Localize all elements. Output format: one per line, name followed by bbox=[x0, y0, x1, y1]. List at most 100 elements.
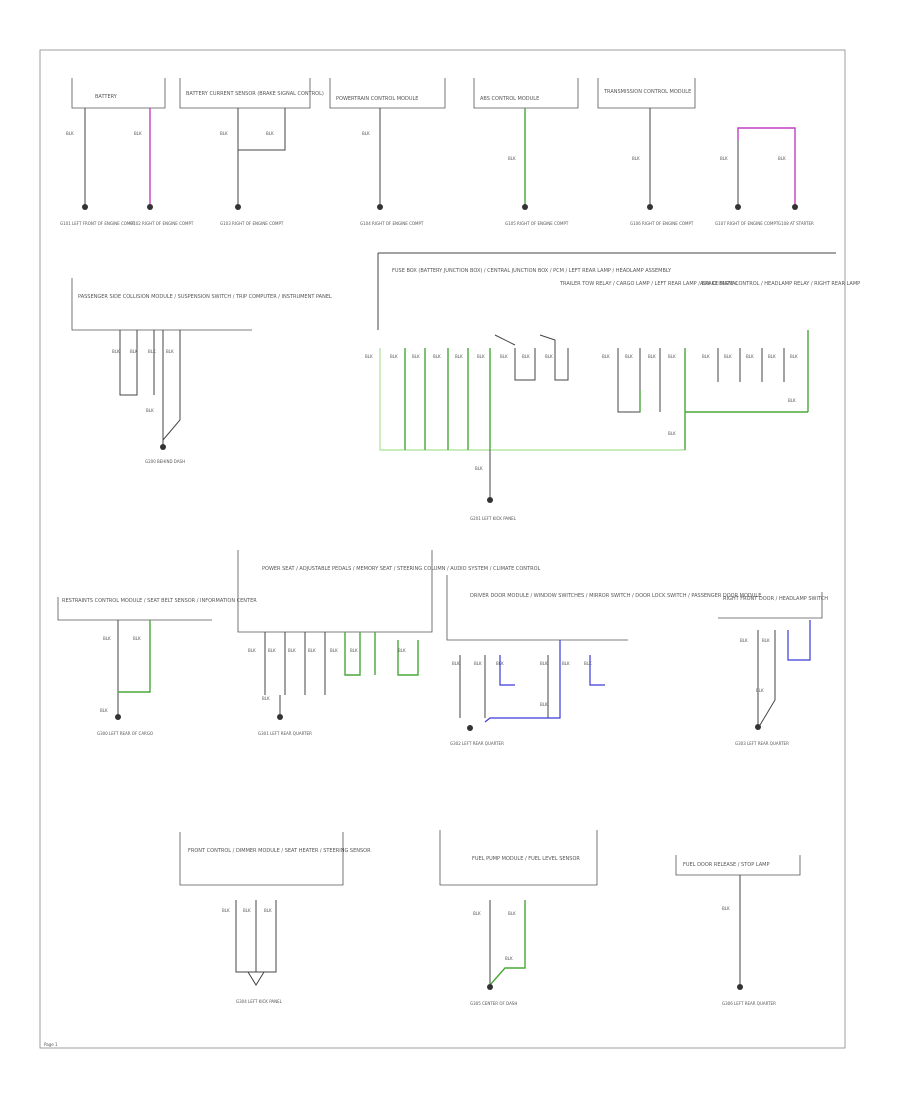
svg-text:BLK: BLK bbox=[266, 131, 274, 136]
ground-label-g304: G304 LEFT KICK PANEL bbox=[236, 999, 283, 1004]
svg-text:BLK: BLK bbox=[220, 131, 228, 136]
component-transmission-ctrl: TRANSMISSION CONTROL MODULE BLK G106 RIG… bbox=[597, 78, 696, 226]
svg-text:BLK: BLK bbox=[243, 908, 251, 913]
svg-text:BLK: BLK bbox=[148, 349, 156, 354]
svg-text:BLK: BLK bbox=[584, 661, 592, 666]
svg-text:BATTERY: BATTERY bbox=[95, 94, 118, 100]
top-right-grounds: BLK BLK G107 RIGHT OF ENGINE COMPT G108 … bbox=[715, 127, 814, 226]
svg-text:BLK: BLK bbox=[790, 354, 798, 359]
component-front-window-sw: DRIVER DOOR MODULE / WINDOW SWITCHES / M… bbox=[446, 575, 761, 746]
ground-label-g108: G108 AT STARTER bbox=[778, 221, 814, 226]
svg-text:BLK: BLK bbox=[522, 354, 530, 359]
component-powertrain-ctrl: POWERTRAIN CONTROL MODULE BLK G104 RIGHT… bbox=[329, 78, 446, 226]
ground-label-g302: G302 LEFT REAR QUARTER bbox=[450, 741, 504, 746]
svg-text:BLK: BLK bbox=[268, 648, 276, 653]
svg-text:BLK: BLK bbox=[768, 354, 776, 359]
svg-text:BATTERY CURRENT SENSOR (BRAKE: BATTERY CURRENT SENSOR (BRAKE SIGNAL CON… bbox=[186, 91, 324, 97]
svg-text:BLK: BLK bbox=[632, 156, 640, 161]
svg-text:POWERTRAIN CONTROL MODULE: POWERTRAIN CONTROL MODULE bbox=[336, 96, 418, 102]
component-left-module: PASSENGER SIDE COLLISION MODULE / SUSPEN… bbox=[71, 278, 332, 464]
svg-text:FUEL PUMP MODULE / FUEL LEVEL: FUEL PUMP MODULE / FUEL LEVEL SENSOR bbox=[472, 856, 580, 862]
component-fuel-door: FUEL DOOR RELEASE / STOP LAMP BLK G306 L… bbox=[675, 855, 801, 1006]
svg-text:BLK: BLK bbox=[100, 708, 108, 713]
svg-text:BLK: BLK bbox=[668, 354, 676, 359]
svg-text:BLK: BLK bbox=[540, 702, 548, 707]
svg-text:BLK: BLK bbox=[130, 349, 138, 354]
svg-text:BLK: BLK bbox=[540, 661, 548, 666]
component-battery-current-sensor: BATTERY CURRENT SENSOR (BRAKE SIGNAL CON… bbox=[179, 78, 324, 226]
svg-text:BLK: BLK bbox=[362, 131, 370, 136]
svg-text:DRIVER DOOR MODULE / WINDOW SW: DRIVER DOOR MODULE / WINDOW SWITCHES / M… bbox=[470, 593, 761, 599]
page-label: Page 1 bbox=[44, 1042, 58, 1047]
svg-text:BLK: BLK bbox=[308, 648, 316, 653]
svg-text:BLK: BLK bbox=[746, 354, 754, 359]
component-airbag-ctrl: RESTRAINTS CONTROL MODULE / SEAT BELT SE… bbox=[57, 597, 257, 736]
svg-text:BLK: BLK bbox=[452, 661, 460, 666]
diagram-border bbox=[39, 49, 846, 1049]
ground-label-g104: G104 RIGHT OF ENGINE COMPT bbox=[360, 221, 424, 226]
svg-text:BLK: BLK bbox=[500, 354, 508, 359]
svg-text:BLK: BLK bbox=[720, 156, 728, 161]
svg-text:TRANSMISSION CONTROL MODULE: TRANSMISSION CONTROL MODULE bbox=[603, 89, 691, 95]
component-battery: BATTERY BLK BLK G101 LEFT FRONT OF ENGIN… bbox=[60, 78, 194, 226]
ground-label-g107: G107 RIGHT OF ENGINE COMPT bbox=[715, 221, 779, 226]
svg-text:BLK: BLK bbox=[133, 636, 141, 641]
svg-text:BLK: BLK bbox=[762, 638, 770, 643]
svg-text:BLK: BLK bbox=[330, 648, 338, 653]
svg-text:BLK: BLK bbox=[222, 908, 230, 913]
svg-text:BLK: BLK bbox=[365, 354, 373, 359]
component-front-ctrl: FRONT CONTROL / DIMMER MODULE / SEAT HEA… bbox=[179, 832, 371, 1004]
svg-text:BLK: BLK bbox=[545, 354, 553, 359]
svg-text:BLK: BLK bbox=[475, 466, 483, 471]
svg-text:AUX CLIMATE CONTROL / HEADLAMP: AUX CLIMATE CONTROL / HEADLAMP RELAY / R… bbox=[700, 281, 860, 287]
svg-text:BLK: BLK bbox=[702, 354, 710, 359]
svg-text:TRAILER TOW RELAY / CARGO LAMP: TRAILER TOW RELAY / CARGO LAMP / LEFT RE… bbox=[559, 281, 738, 287]
ground-label-g306: G306 LEFT REAR QUARTER bbox=[722, 1001, 776, 1006]
svg-text:BLK: BLK bbox=[166, 349, 174, 354]
ground-label-g101: G101 LEFT FRONT OF ENGINE COMPT bbox=[60, 221, 136, 226]
svg-text:BLK: BLK bbox=[756, 688, 764, 693]
svg-text:BLK: BLK bbox=[288, 648, 296, 653]
component-abs-ctrl: ABS CONTROL MODULE BLK G105 RIGHT OF ENG… bbox=[473, 78, 579, 226]
svg-text:BLK: BLK bbox=[778, 156, 786, 161]
svg-text:BLK: BLK bbox=[722, 906, 730, 911]
svg-text:BLK: BLK bbox=[625, 354, 633, 359]
component-right-junction-1: TRAILER TOW RELAY / CARGO LAMP / LEFT RE… bbox=[559, 281, 808, 450]
ground-label-g303: G303 LEFT REAR QUARTER bbox=[735, 741, 789, 746]
svg-text:BLK: BLK bbox=[412, 354, 420, 359]
svg-text:BLK: BLK bbox=[508, 156, 516, 161]
svg-text:BLK: BLK bbox=[433, 354, 441, 359]
svg-text:FUSE BOX (BATTERY JUNCTION BOX: FUSE BOX (BATTERY JUNCTION BOX) / CENTRA… bbox=[392, 268, 672, 274]
svg-text:BLK: BLK bbox=[740, 638, 748, 643]
ground-label-g300: G300 LEFT REAR OF CARGO bbox=[97, 731, 153, 736]
svg-text:BLK: BLK bbox=[505, 956, 513, 961]
ground-label-g105: G105 RIGHT OF ENGINE COMPT bbox=[505, 221, 569, 226]
svg-text:FRONT CONTROL / DIMMER MODULE: FRONT CONTROL / DIMMER MODULE / SEAT HEA… bbox=[188, 848, 371, 854]
svg-text:BLK: BLK bbox=[350, 648, 358, 653]
svg-text:BLK: BLK bbox=[455, 354, 463, 359]
ground-label-g200: G200 BEHIND DASH bbox=[145, 459, 185, 464]
ground-label-g201: G201 LEFT KICK PANEL bbox=[470, 516, 517, 521]
svg-text:BLK: BLK bbox=[473, 911, 481, 916]
svg-text:BLK: BLK bbox=[602, 354, 610, 359]
svg-text:BLK: BLK bbox=[262, 696, 270, 701]
svg-text:FUEL DOOR RELEASE / STOP LAMP: FUEL DOOR RELEASE / STOP LAMP bbox=[683, 862, 769, 868]
svg-text:BLK: BLK bbox=[66, 131, 74, 136]
svg-text:BLK: BLK bbox=[562, 661, 570, 666]
ground-label-g301: G301 LEFT REAR QUARTER bbox=[258, 731, 312, 736]
svg-text:BLK: BLK bbox=[264, 908, 272, 913]
svg-text:BLK: BLK bbox=[788, 398, 796, 403]
svg-text:BLK: BLK bbox=[146, 408, 154, 413]
svg-text:ABS CONTROL MODULE: ABS CONTROL MODULE bbox=[480, 96, 539, 102]
ground-label-g103: G103 RIGHT OF ENGINE COMPT bbox=[220, 221, 284, 226]
svg-text:BLK: BLK bbox=[248, 648, 256, 653]
svg-text:BLK: BLK bbox=[390, 354, 398, 359]
svg-text:BLK: BLK bbox=[398, 648, 406, 653]
svg-text:POWER SEAT / ADJUSTABLE PEDALS: POWER SEAT / ADJUSTABLE PEDALS / MEMORY … bbox=[262, 566, 541, 572]
component-power-seat: POWER SEAT / ADJUSTABLE PEDALS / MEMORY … bbox=[237, 550, 541, 736]
ground-label-g106: G106 RIGHT OF ENGINE COMPT bbox=[630, 221, 694, 226]
component-right-junction-2: AUX CLIMATE CONTROL / HEADLAMP RELAY / R… bbox=[700, 281, 860, 412]
svg-text:BLK: BLK bbox=[668, 431, 676, 436]
svg-text:RESTRAINTS CONTROL MODULE / SE: RESTRAINTS CONTROL MODULE / SEAT BELT SE… bbox=[62, 598, 257, 604]
